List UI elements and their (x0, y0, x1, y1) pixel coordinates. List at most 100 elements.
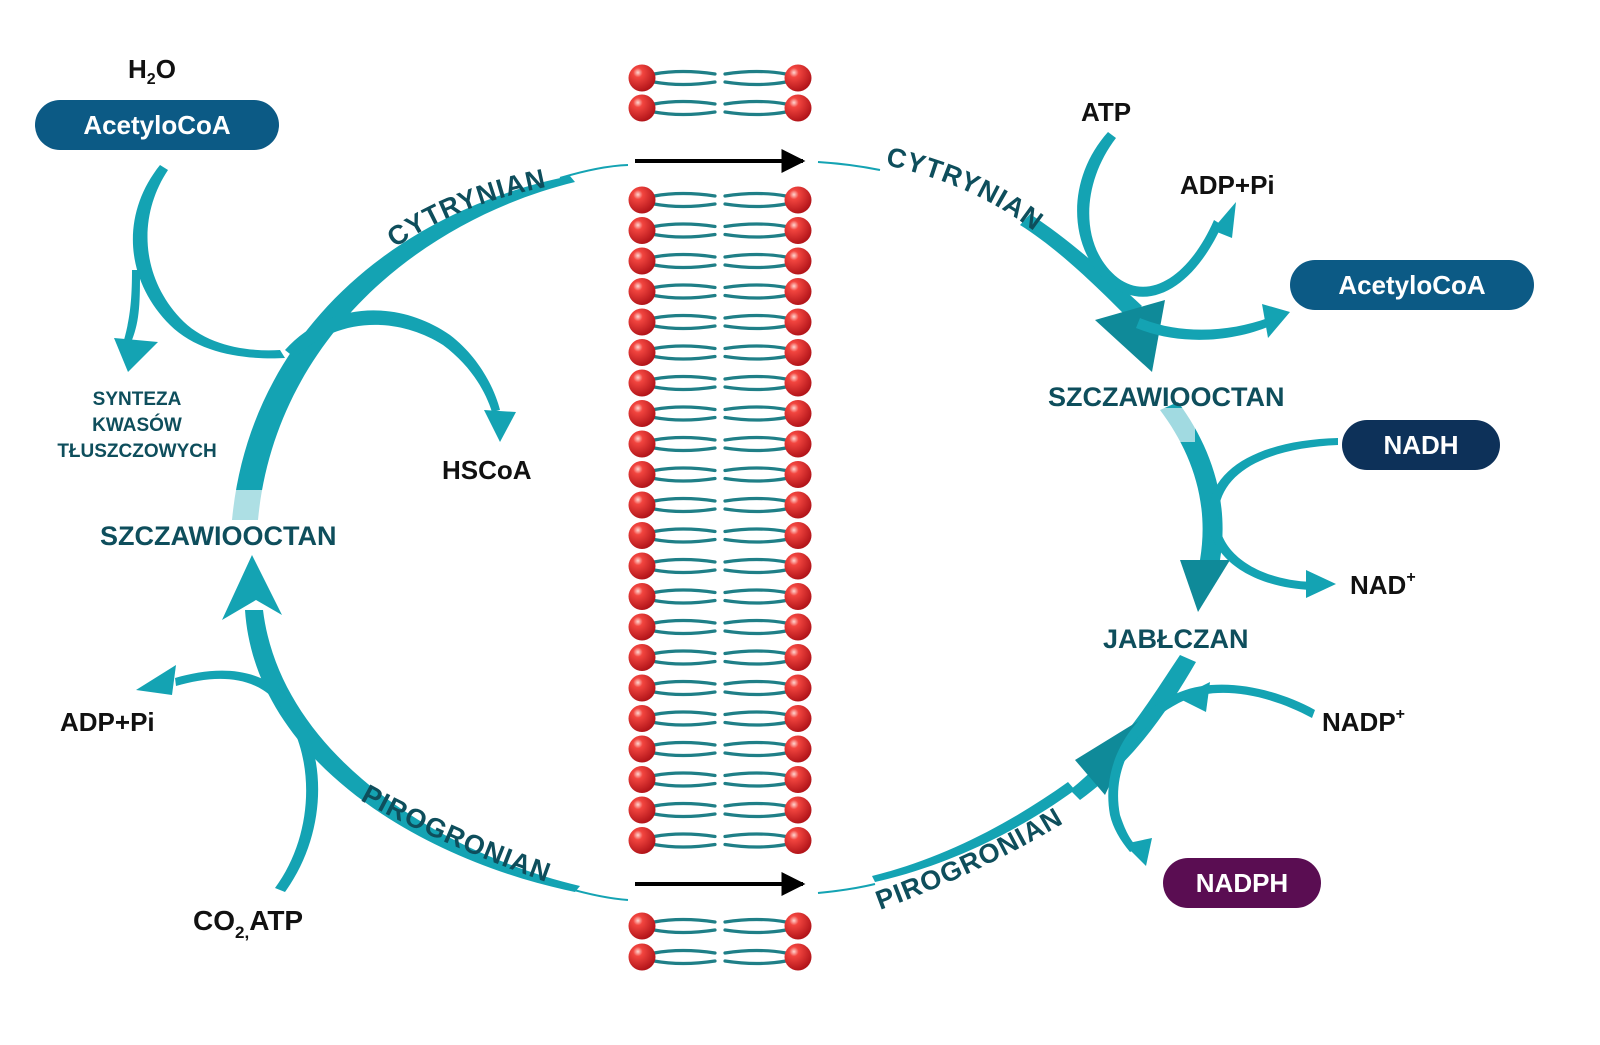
left-cycle: CYTRYNIAN PIROGRONIAN SZCZAWIOOCTAN H2O … (35, 54, 629, 942)
lipid-row (628, 705, 812, 732)
lipid-row (628, 461, 812, 488)
lipid-head (784, 491, 812, 519)
lipid-tail (723, 99, 788, 106)
lipid-tail (652, 649, 717, 656)
lipid-head (628, 827, 656, 854)
lipid-tail (652, 344, 717, 351)
lipid-tail (723, 507, 788, 514)
lipid-tail (723, 598, 788, 605)
lipid-head (784, 674, 812, 702)
lipid-head (628, 400, 656, 427)
lipid-tail (723, 740, 788, 747)
hscoa-arrowhead (484, 410, 516, 442)
lipid-tail (652, 313, 717, 320)
lipid-head (628, 766, 656, 793)
lipid-head (784, 186, 812, 214)
left-arc-arrowhead (222, 555, 282, 620)
lipid-head (784, 400, 812, 427)
nadh-text: NADH (1383, 430, 1458, 460)
right-acetylocoa-pill: AcetyloCoA (1290, 260, 1534, 310)
lipid-tail (652, 557, 717, 564)
lipid-tail (652, 80, 717, 87)
lipid-head (628, 430, 656, 458)
lipid-head (628, 369, 656, 397)
lipid-head (628, 613, 656, 641)
lipid-tail (652, 293, 717, 300)
left-cytrynian-label: CYTRYNIAN (382, 163, 549, 253)
synteza-line-2: KWASÓW (92, 414, 182, 436)
left-acetylocoa-text: AcetyloCoA (83, 110, 231, 140)
lipid-tail (652, 110, 717, 117)
right-adp-pi-label: ADP+Pi (1180, 170, 1275, 200)
nadph-pill: NADPH (1163, 858, 1321, 908)
right-adp-arrowhead (1212, 202, 1236, 238)
right-arc-upper (1020, 214, 1142, 318)
lipid-row (628, 522, 812, 549)
lipid-tail (723, 293, 788, 300)
lipid-row (628, 552, 812, 580)
left-adp-pi-label: ADP+Pi (60, 707, 155, 737)
lipid-head (784, 943, 812, 971)
lipid-tail (723, 771, 788, 778)
lipid-head (784, 461, 812, 488)
lipid-tail (652, 99, 717, 106)
lipid-head (784, 94, 812, 122)
right-acetylocoa-text: AcetyloCoA (1338, 270, 1486, 300)
lipid-tail (723, 80, 788, 87)
right-atp-branch (1077, 132, 1222, 297)
lipid-tail (723, 232, 788, 239)
right-atp-label: ATP (1081, 97, 1131, 127)
lipid-head (628, 943, 656, 971)
lipid-tail (652, 476, 717, 483)
lipid-tail (652, 959, 717, 966)
lipid-tail (723, 842, 788, 849)
lipid-tail (652, 415, 717, 422)
lipid-tail (652, 527, 717, 534)
lipid-head (628, 583, 656, 610)
nad-arrowhead (1306, 570, 1336, 598)
lipid-tail (723, 446, 788, 453)
lipid-row (628, 247, 812, 275)
lipid-tail (652, 801, 717, 808)
lipid-head (784, 522, 812, 549)
lipid-head (628, 796, 656, 824)
lipid-tail (652, 568, 717, 575)
lipid-head (784, 430, 812, 458)
lipid-tail (723, 69, 788, 76)
lipid-tail (652, 374, 717, 381)
right-cytrynian-label: CYTRYNIAN (884, 142, 1049, 237)
lipid-tail (652, 466, 717, 473)
atp-input-branch (175, 670, 319, 892)
lipid-tail (723, 781, 788, 788)
lipid-head (784, 369, 812, 397)
right-pirogronian-tail (872, 782, 1075, 882)
lipid-tail (723, 496, 788, 503)
lipid-row (628, 674, 812, 702)
lipid-tail (652, 507, 717, 514)
lipid-tail (723, 659, 788, 666)
lipid-tail (652, 263, 717, 270)
lipid-tail (652, 740, 717, 747)
lipid-head (628, 186, 656, 214)
lipid-head (628, 912, 656, 940)
lipid-tail (652, 598, 717, 605)
nad-label: NAD+ (1350, 569, 1416, 600)
lipid-head (628, 247, 656, 275)
acetylocoa-branch (132, 165, 285, 359)
lipid-tail (723, 690, 788, 697)
left-szczawiooctan-label: SZCZAWIOOCTAN (100, 521, 336, 551)
lipid-head (628, 522, 656, 549)
lipid-head (784, 644, 812, 671)
lipid-tail (723, 751, 788, 758)
lipid-row (628, 186, 812, 214)
lipid-tail (652, 618, 717, 625)
lipid-head (628, 674, 656, 702)
lipid-tail (723, 263, 788, 270)
lipid-head (628, 491, 656, 519)
lipid-tail (652, 252, 717, 259)
lipid-tail (723, 202, 788, 209)
lipid-tail (652, 679, 717, 686)
lipid-row (628, 583, 812, 610)
left-acetylocoa-pill: AcetyloCoA (35, 100, 279, 150)
lipid-row (628, 308, 812, 336)
